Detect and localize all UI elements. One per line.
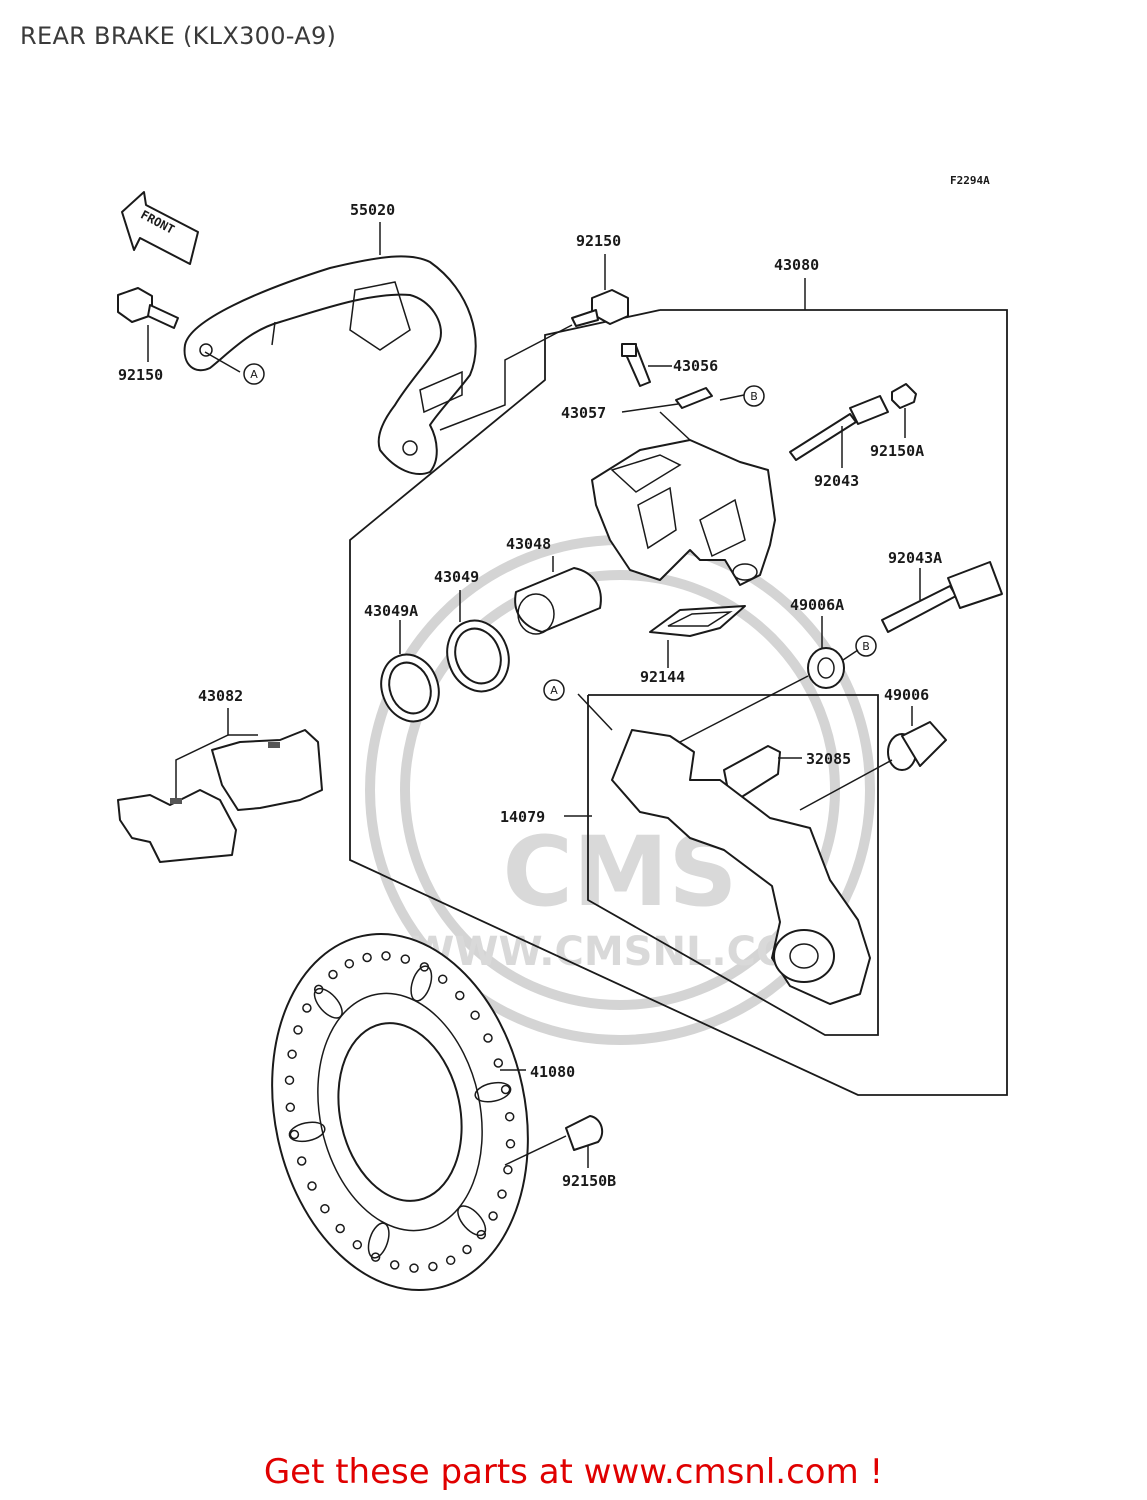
callout-43048: 43048 — [506, 535, 551, 553]
brake-disc-41080 — [271, 933, 529, 1291]
disc-hole — [500, 1084, 511, 1095]
callout-49006: 49006 — [884, 686, 929, 704]
pin-92043 — [789, 395, 889, 468]
cta-text: Get these parts at www.cmsnl.com ! — [263, 1452, 884, 1492]
bracket-14079 — [564, 693, 871, 1005]
disc-hole — [389, 1260, 400, 1270]
ref-marker-a: A — [243, 363, 265, 385]
boot-49006A — [679, 616, 859, 743]
disc-slot — [457, 1205, 487, 1237]
callout-92043A: 92043A — [888, 549, 942, 567]
callout-92144: 92144 — [640, 668, 685, 686]
svg-text:B: B — [862, 640, 870, 653]
cap-92150A — [891, 383, 917, 438]
disc-slot — [474, 1081, 512, 1103]
callout-49006A: 49006A — [790, 596, 844, 614]
callout-92150B: 92150B — [562, 1172, 616, 1190]
disc-hole — [284, 1075, 295, 1085]
disc-hole — [437, 974, 448, 984]
boot-49006 — [799, 706, 947, 811]
disc-hole — [285, 1102, 296, 1113]
watermark-url: WWW.CMSNL.COM — [410, 929, 830, 975]
cap-43057 — [621, 387, 745, 441]
disc-hole — [462, 1244, 472, 1255]
svg-text:A: A — [550, 684, 558, 697]
svg-text:A: A — [250, 368, 258, 381]
disc-slot — [313, 987, 343, 1019]
disc-hole — [352, 1240, 363, 1250]
callout-32085: 32085 — [806, 750, 851, 768]
front-arrow-icon: FRONT — [121, 191, 199, 265]
callout-43082: 43082 — [198, 687, 243, 705]
brake-pads-43082 — [117, 708, 323, 863]
disc-hole — [488, 1211, 498, 1221]
caliper-assembly-frame — [349, 309, 1008, 1096]
disc-hole — [505, 1139, 516, 1149]
caliper-body — [591, 439, 776, 586]
svg-text:B: B — [750, 390, 758, 403]
disc-hole — [320, 1203, 330, 1214]
pad-spring-32085 — [723, 745, 802, 799]
disc-hole — [287, 1049, 297, 1059]
brake-guard-55020 — [183, 255, 477, 475]
disc-hole — [497, 1189, 507, 1199]
disc-hole — [455, 990, 465, 1001]
watermark: CMS WWW.CMSNL.COM — [365, 535, 875, 1045]
callout-92150-top: 92150 — [576, 232, 621, 250]
ref-marker-b-2: B — [855, 635, 877, 657]
seal-43049A — [380, 620, 440, 723]
ref-marker-b: B — [743, 385, 765, 407]
disc-hole — [335, 1223, 345, 1234]
disc-hole — [503, 1165, 513, 1175]
disc-hole — [400, 954, 411, 964]
bleeder-43056 — [621, 343, 672, 387]
callout-92043: 92043 — [814, 472, 859, 490]
callout-43049: 43049 — [434, 568, 479, 586]
bolt-92150-left — [117, 287, 179, 362]
disc-hole — [470, 1010, 480, 1021]
bracket-assembly-frame — [587, 694, 879, 1036]
pin-92043A — [881, 561, 1003, 633]
callout-43049A: 43049A — [364, 602, 418, 620]
disc-slot — [367, 1222, 390, 1259]
callout-92150A: 92150A — [870, 442, 924, 460]
callout-55020: 55020 — [350, 201, 395, 219]
disc-hole — [293, 1025, 303, 1035]
seal-43049 — [446, 590, 510, 693]
ref-marker-a-2: A — [543, 679, 565, 701]
diagram-code: F2294A — [950, 174, 990, 187]
disc-hole — [362, 952, 372, 963]
disc-hole — [409, 1263, 419, 1273]
disc-hole — [344, 958, 355, 969]
bolt-92150B — [504, 1115, 604, 1168]
disc-hole — [381, 951, 391, 961]
disc-hole — [296, 1156, 307, 1166]
disc-hole — [302, 1003, 312, 1013]
disc-hole — [307, 1181, 317, 1191]
disc-hole — [504, 1111, 515, 1122]
page-title: REAR BRAKE (KLX300-A9) — [20, 22, 337, 50]
callout-43056: 43056 — [673, 357, 718, 375]
disc-hole — [328, 969, 338, 980]
disc-hole — [428, 1261, 438, 1272]
disc-hole — [445, 1255, 456, 1266]
disc-slot — [288, 1121, 326, 1143]
disc-hole — [493, 1058, 504, 1068]
disc-hole — [483, 1033, 493, 1043]
callout-43080: 43080 — [774, 256, 819, 274]
spring-92144 — [649, 605, 746, 668]
piston-43048 — [514, 556, 602, 635]
callout-41080: 41080 — [530, 1063, 575, 1081]
disc-slot — [410, 965, 433, 1002]
callout-92150-left: 92150 — [118, 366, 163, 384]
disc-hole — [289, 1129, 300, 1140]
callout-14079: 14079 — [500, 808, 545, 826]
callout-43057: 43057 — [561, 404, 606, 422]
bolt-92150-top — [571, 254, 629, 327]
